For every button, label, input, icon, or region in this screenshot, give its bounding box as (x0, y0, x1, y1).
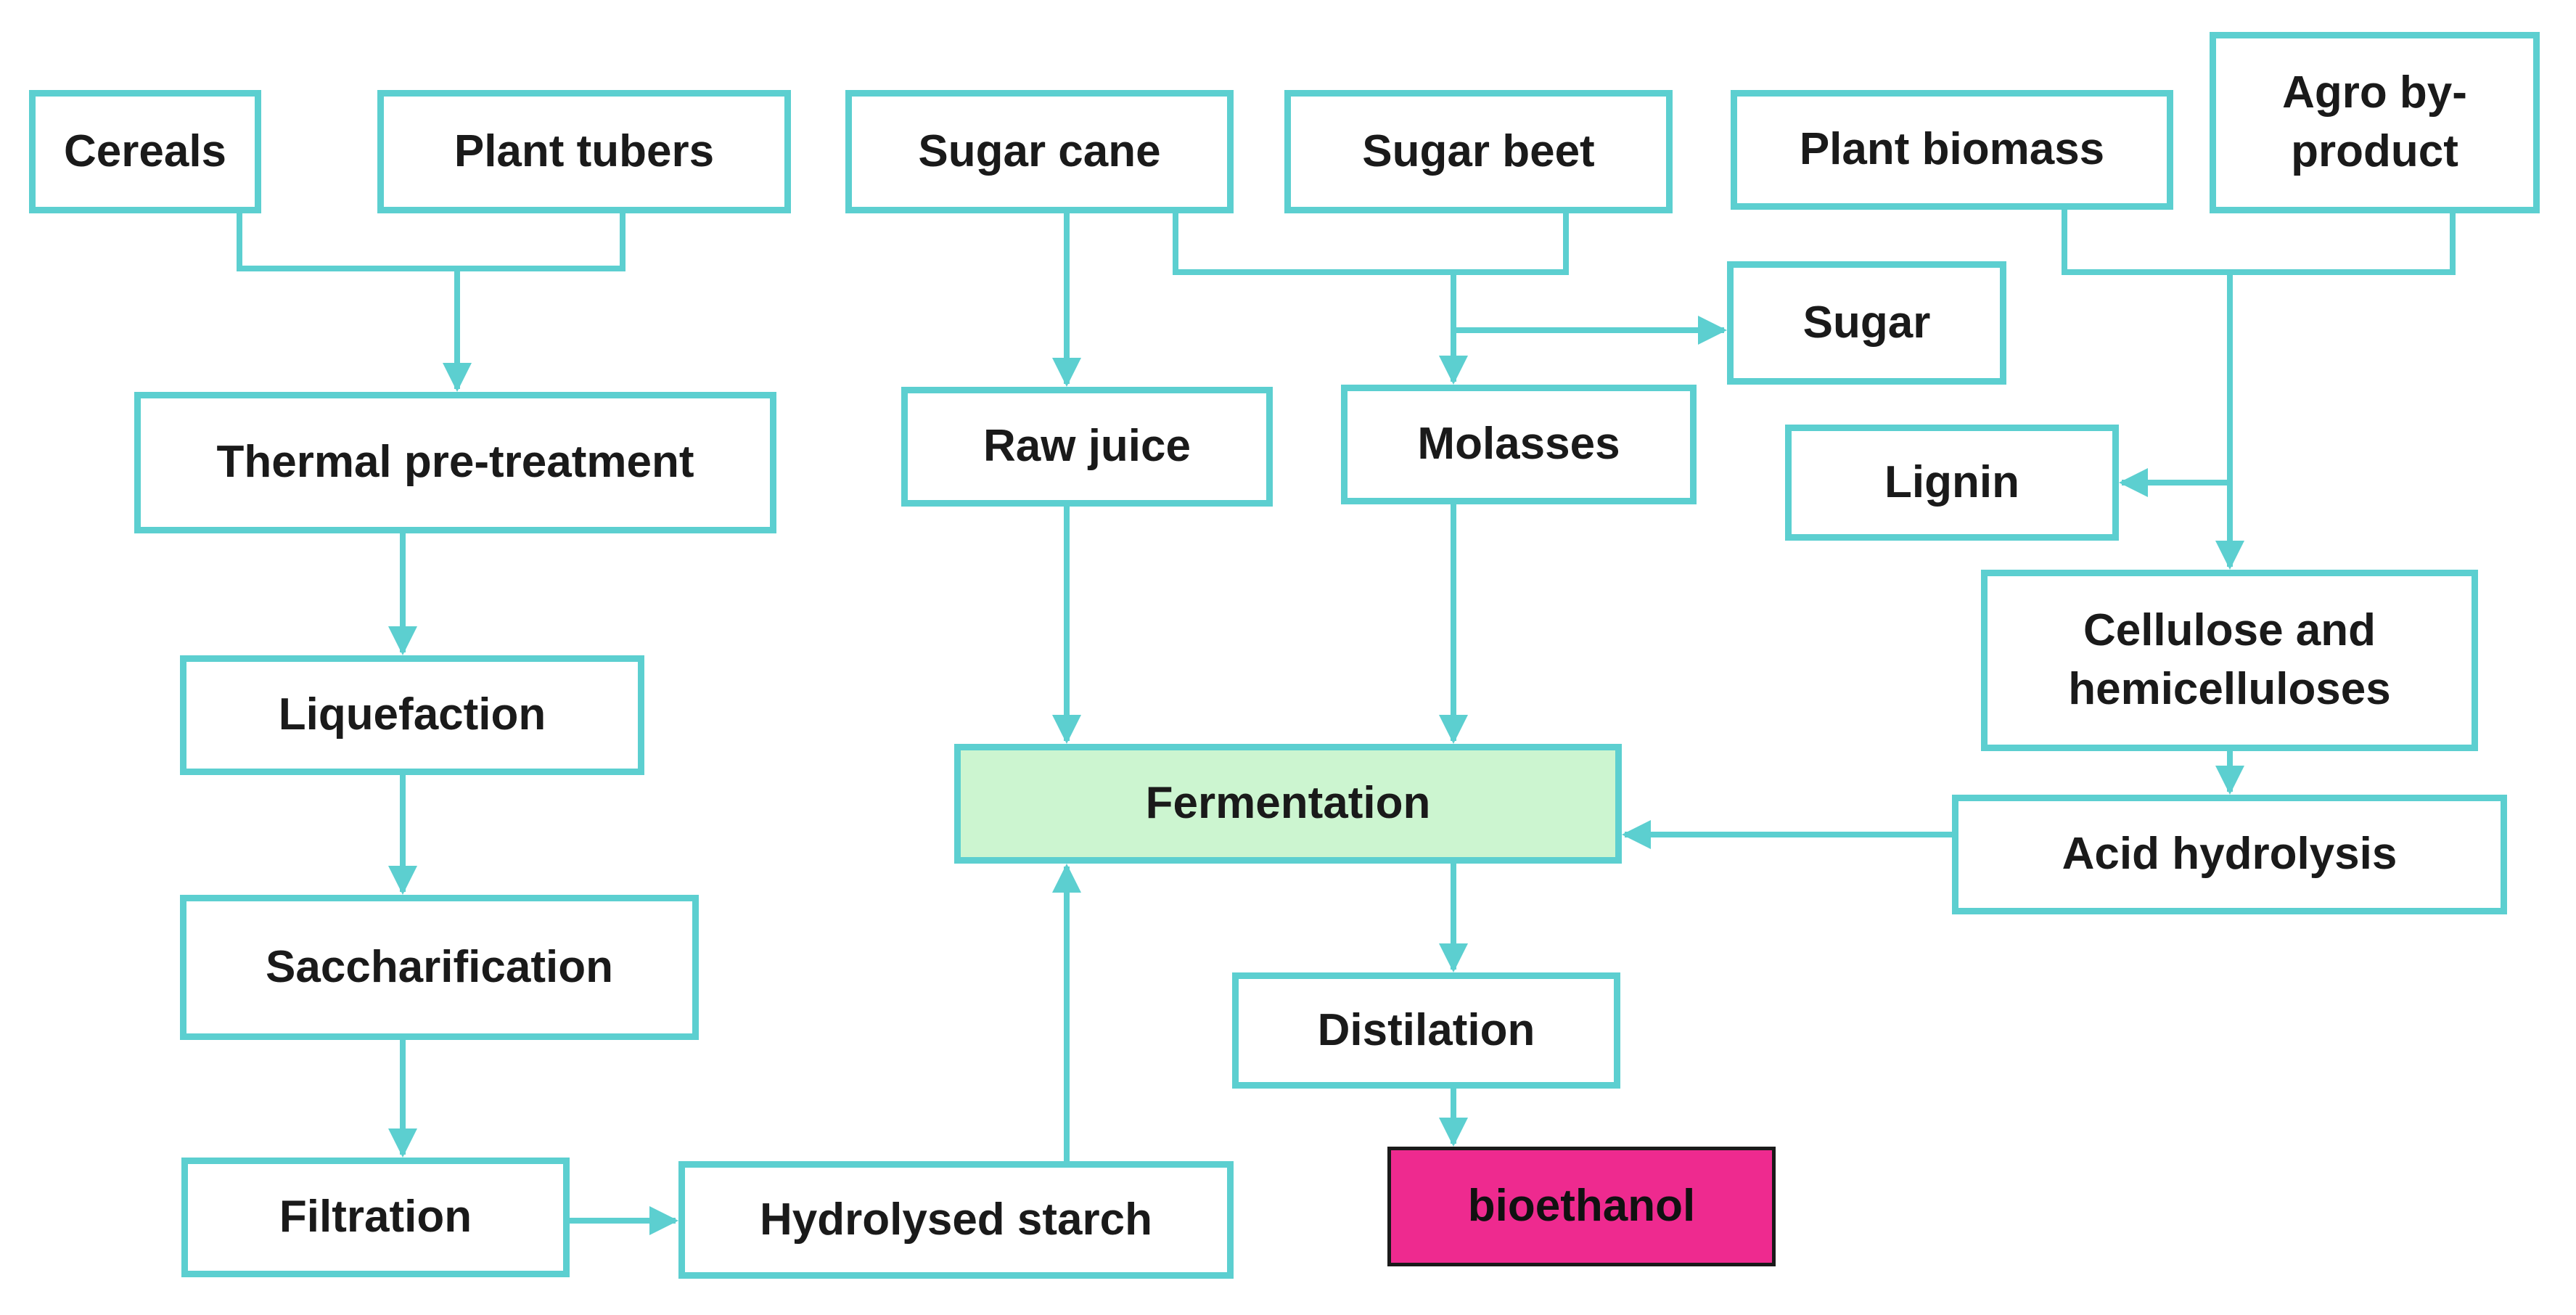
node-label: Liquefaction (278, 689, 546, 740)
node-label: Sugar beet (1362, 126, 1595, 176)
node-agro-byproduct: Agro by- product (2210, 32, 2540, 213)
node-saccharification: Saccharification (180, 895, 699, 1040)
node-label: Cereals (63, 126, 227, 176)
node-cereals: Cereals (29, 90, 261, 213)
node-label-line: Agro by- (2282, 67, 2467, 118)
node-label: Plant tubers (454, 126, 715, 176)
node-acid-hydrolysis: Acid hydrolysis (1952, 795, 2507, 914)
node-label: Thermal pre-treatment (216, 437, 694, 488)
node-plant-tubers: Plant tubers (377, 90, 791, 213)
node-label: Acid hydrolysis (2062, 829, 2397, 880)
node-label: Sugar (1802, 297, 1931, 348)
node-fermentation: Fermentation (954, 744, 1622, 864)
node-lignin: Lignin (1785, 425, 2119, 541)
node-label: Raw juice (983, 421, 1191, 472)
node-raw-juice: Raw juice (901, 387, 1273, 507)
edge-cereals-tubers-to-thermal (237, 213, 625, 271)
node-cellulose-hemicelluloses: Cellulose and hemicelluloses (1981, 570, 2478, 751)
node-label-line: Cellulose and (2083, 605, 2376, 656)
node-filtration: Filtration (181, 1158, 570, 1277)
node-sugar: Sugar (1727, 261, 2006, 385)
node-label: Filtration (279, 1192, 472, 1242)
node-sugar-cane: Sugar cane (845, 90, 1234, 213)
node-sugar-beet: Sugar beet (1284, 90, 1673, 213)
node-label: Hydrolysed starch (760, 1194, 1152, 1245)
node-distilation: Distilation (1232, 972, 1620, 1089)
node-hydrolysed-starch: Hydrolysed starch (678, 1161, 1234, 1279)
node-label: Agro by- product (2282, 64, 2467, 181)
node-label-line: product (2291, 126, 2458, 176)
node-label: Fermentation (1145, 778, 1431, 829)
node-bioethanol: bioethanol (1387, 1147, 1776, 1266)
node-label: Lignin (1884, 456, 2019, 507)
node-label: Cellulose and hemicelluloses (2068, 602, 2391, 718)
node-molasses: Molasses (1341, 385, 1697, 504)
node-label: Plant biomass (1799, 124, 2105, 175)
node-label: Molasses (1417, 419, 1620, 470)
node-label: Saccharification (266, 941, 613, 992)
node-label: Sugar cane (918, 126, 1161, 176)
node-plant-biomass: Plant biomass (1731, 90, 2173, 210)
node-label-line: hemicelluloses (2068, 664, 2391, 714)
node-label: Distilation (1317, 1004, 1535, 1055)
node-thermal-pretreatment: Thermal pre-treatment (134, 392, 776, 533)
node-label: bioethanol (1467, 1181, 1696, 1232)
edge-biomass-agro-join (2062, 210, 2456, 275)
edge-cane-beet-join (1173, 213, 1569, 275)
node-liquefaction: Liquefaction (180, 655, 644, 775)
